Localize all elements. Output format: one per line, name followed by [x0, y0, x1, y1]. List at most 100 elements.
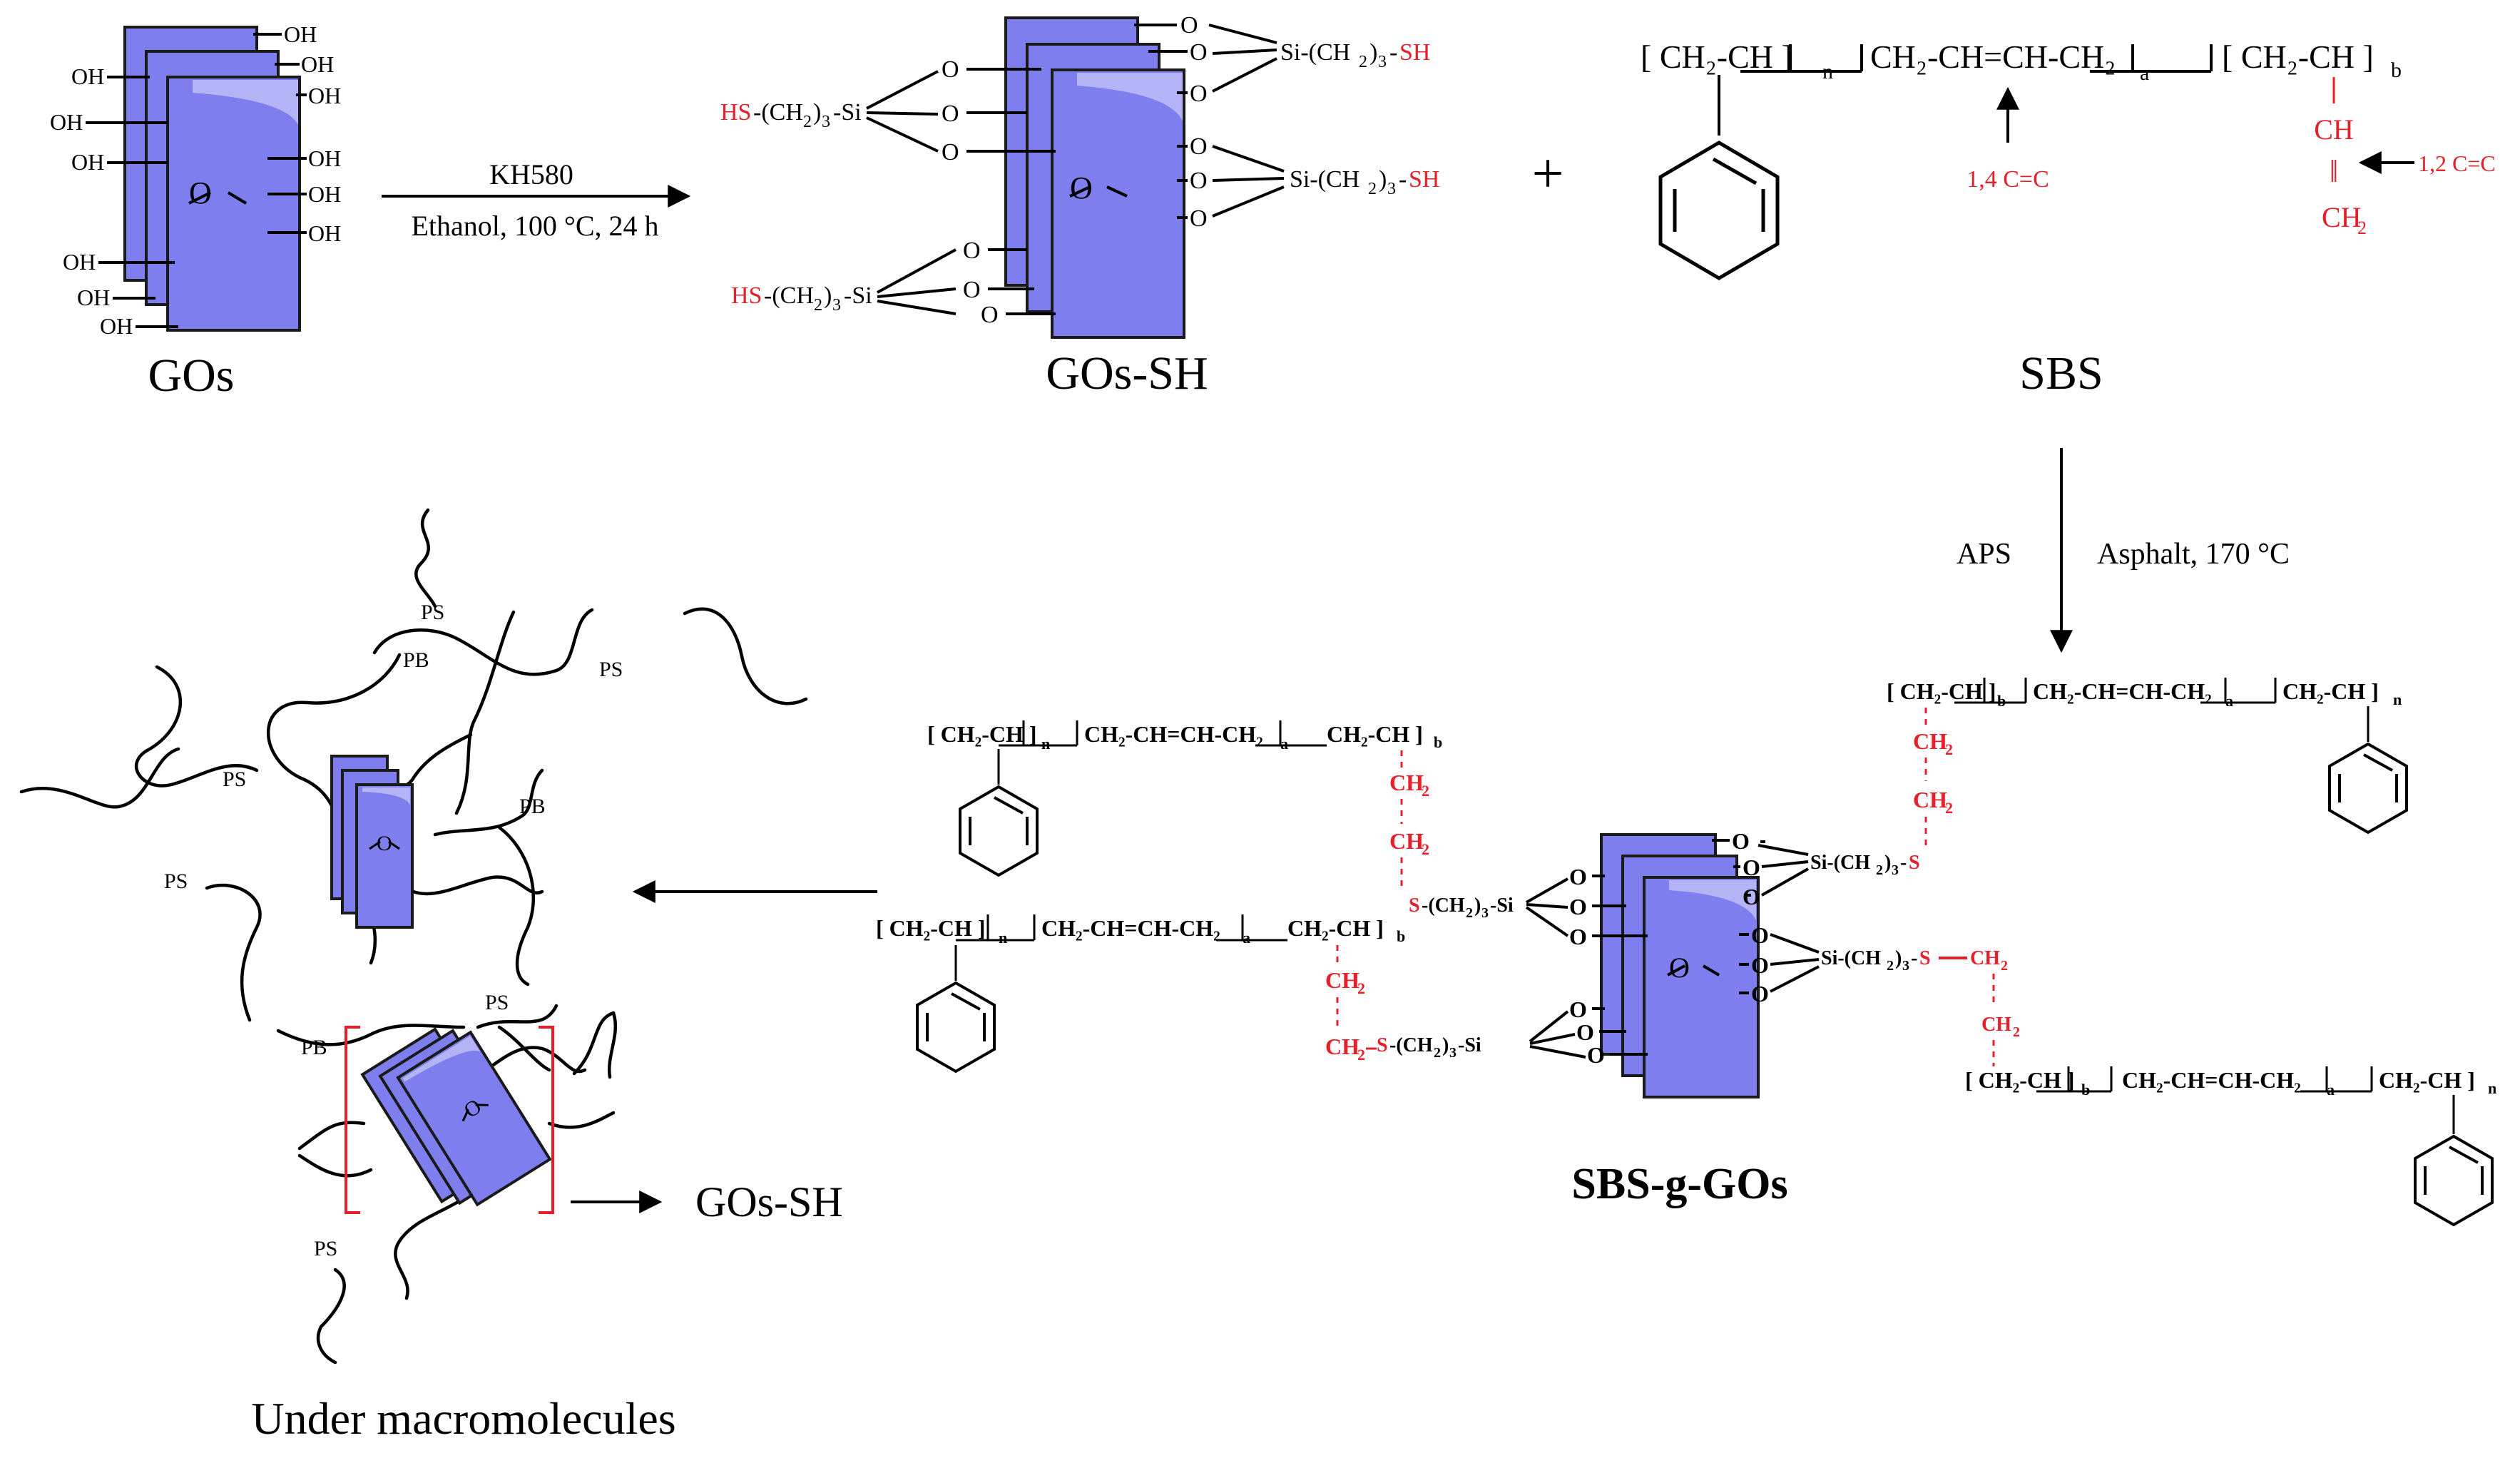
svg-text:O: O — [942, 56, 959, 83]
svg-text:-: - — [1389, 39, 1397, 66]
svg-text:2: 2 — [2001, 958, 2008, 974]
svg-text:CH: CH — [1325, 967, 1360, 993]
svg-text:O: O — [1190, 205, 1208, 232]
svg-text:CH₂-CH ]: CH₂-CH ] — [2379, 1067, 2475, 1093]
svg-text:O: O — [1576, 1019, 1594, 1045]
svg-text:a: a — [1280, 735, 1288, 753]
svg-text:CH: CH — [1325, 1034, 1360, 1059]
svg-text:a: a — [2327, 1081, 2335, 1098]
svg-text:HS: HS — [720, 99, 751, 126]
svg-text:): ) — [1884, 852, 1891, 874]
svg-text:CH: CH — [1913, 787, 1947, 812]
svg-text:O: O — [1190, 81, 1208, 107]
sbs-structure: [ CH₂-CH ] n CH₂-CH=CH-CH₂ a [ CH₂-CH ] … — [1641, 39, 2496, 278]
svg-text:S: S — [1909, 852, 1920, 874]
svg-text:b: b — [1434, 733, 1442, 751]
svg-text:OH: OH — [71, 63, 104, 89]
svg-text:CH₂-CH ]: CH₂-CH ] — [2282, 678, 2379, 704]
svg-text:OH: OH — [308, 83, 341, 108]
svg-text:3: 3 — [1387, 180, 1396, 198]
svg-text:O: O — [942, 139, 959, 165]
svg-text:-Si: -Si — [844, 282, 872, 309]
svg-text:2: 2 — [1887, 958, 1894, 974]
svg-text:-(CH: -(CH — [1389, 1034, 1433, 1056]
svg-text:): ) — [1369, 39, 1377, 66]
svg-text:O: O — [1180, 12, 1198, 39]
sbs-g-gos-linkers: O O O Si-(CH 2 ) 3 - S O O O Si-(CH 2 ) … — [1377, 828, 2020, 1068]
svg-text:): ) — [824, 282, 832, 309]
svg-text:OH: OH — [71, 149, 104, 175]
svg-text:-Si: -Si — [1458, 1034, 1481, 1056]
svg-text:S: S — [1409, 894, 1420, 917]
svg-text:2: 2 — [1359, 53, 1367, 71]
svg-text:OH: OH — [308, 146, 341, 171]
svg-text:OH: OH — [308, 181, 341, 207]
svg-text:S: S — [1919, 947, 1931, 969]
svg-text:n: n — [2488, 1079, 2496, 1097]
svg-text:O: O — [1743, 855, 1760, 880]
svg-text:OH: OH — [284, 21, 317, 47]
svg-text:2: 2 — [2357, 218, 2367, 238]
svg-text:OH: OH — [308, 220, 341, 246]
block-labels: PS PB PS PS PB PS PB PS PS — [164, 601, 623, 1260]
reaction-arrow-1: KH580 Ethanol, 100 °C, 24 h — [382, 158, 691, 242]
svg-text:[ CH₂-CH ]: [ CH₂-CH ] — [1965, 1067, 2075, 1093]
svg-text:OH: OH — [77, 285, 110, 310]
gos-sh-label: GOs-SH — [1046, 347, 1208, 399]
svg-text:3: 3 — [832, 296, 841, 315]
svg-text:CH₂-CH=CH-CH₂: CH₂-CH=CH-CH₂ — [2033, 678, 2212, 704]
svg-text:b: b — [2081, 1081, 2090, 1098]
svg-text:3: 3 — [1892, 862, 1899, 878]
asphalt-conditions: Asphalt, 170 °C — [2097, 538, 2290, 571]
svg-text:2: 2 — [1876, 862, 1883, 878]
svg-text:[ CH₂-CH ]: [ CH₂-CH ] — [1641, 39, 1792, 75]
svg-text:-Si: -Si — [1490, 894, 1514, 917]
svg-text:S: S — [1377, 1034, 1388, 1056]
svg-text:): ) — [1379, 166, 1387, 193]
svg-text:2: 2 — [1368, 180, 1377, 198]
gos-oh-groups: OH OH OH OH OH OH OH OH OH OH OH OH — [50, 21, 341, 339]
svg-text:O: O — [1751, 952, 1769, 978]
svg-text:2: 2 — [1434, 1045, 1441, 1061]
pb-label: PB — [301, 1036, 327, 1059]
svg-text:2: 2 — [814, 296, 822, 315]
svg-text:a: a — [1243, 929, 1250, 947]
sbs-g-gos-chain-lower-left: [ CH₂-CH ] n CH₂-CH=CH-CH₂ a CH₂-CH ] b … — [876, 914, 1405, 1073]
svg-text:OH: OH — [301, 51, 334, 77]
svg-text:OH: OH — [50, 109, 83, 135]
svg-text:O: O — [1569, 924, 1587, 949]
ps-label: PS — [164, 870, 188, 893]
macromolecule-gos-lower: O — [360, 1027, 552, 1207]
svg-text:O: O — [1587, 1042, 1605, 1068]
svg-text:SH: SH — [1399, 39, 1430, 66]
svg-text:O: O — [1190, 168, 1208, 194]
svg-text:CH₂-CH ]: CH₂-CH ] — [1287, 915, 1384, 941]
svg-text:2: 2 — [1357, 1046, 1365, 1064]
svg-text:3: 3 — [1481, 905, 1489, 921]
svg-text:3: 3 — [822, 113, 830, 131]
svg-text:[ CH₂-CH ]: [ CH₂-CH ] — [2222, 39, 2374, 75]
sbs-g-gos-chain-lower-right: [ CH₂-CH ] b CH₂-CH=CH-CH₂ a CH₂-CH ] n — [1965, 1066, 2496, 1226]
ps-label: PS — [314, 1237, 337, 1260]
sbs-g-gos-label: SBS-g-GOs — [1571, 1160, 1787, 1208]
svg-text:b: b — [1397, 927, 1405, 945]
reagent-aps: APS — [1957, 538, 2011, 571]
svg-text:[ CH₂-CH ]: [ CH₂-CH ] — [927, 721, 1037, 747]
svg-text:Si-(CH: Si-(CH — [1290, 166, 1360, 193]
svg-text:2: 2 — [1422, 782, 1429, 800]
svg-text:2: 2 — [2013, 1024, 2020, 1040]
bracket-right — [539, 1026, 554, 1214]
ps-label: PS — [599, 658, 623, 681]
svg-text:2: 2 — [1357, 979, 1365, 997]
gos-sh-linkers: O O O Si-(CH 2 ) 3 - SH O O O Si-(CH 2 )… — [720, 12, 1439, 328]
svg-text:CH: CH — [1389, 828, 1424, 854]
svg-text:CH: CH — [1970, 947, 2000, 969]
svg-text:CH: CH — [1913, 728, 1947, 754]
svg-text:b: b — [2391, 58, 2402, 82]
svg-text:O: O — [1569, 864, 1587, 889]
svg-text:HS: HS — [731, 282, 762, 309]
svg-text:3: 3 — [1902, 958, 1909, 974]
svg-text:): ) — [1895, 947, 1902, 969]
sbs-g-gos-sheets: O — [1600, 833, 1760, 1098]
svg-text:O: O — [963, 238, 981, 264]
